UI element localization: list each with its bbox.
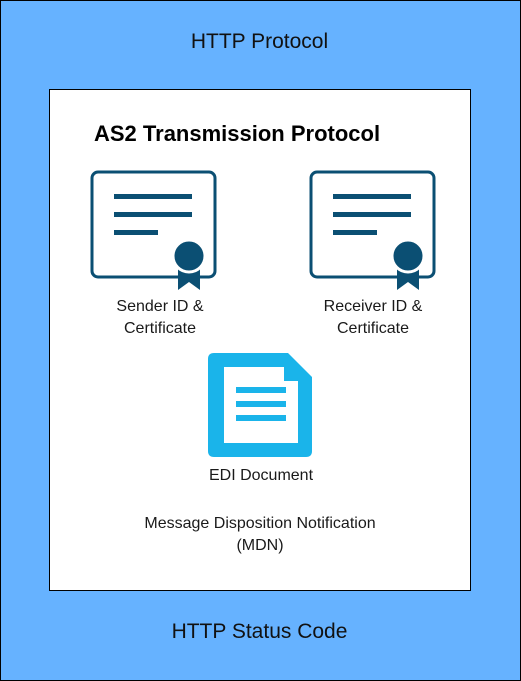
receiver-certificate-icon	[309, 170, 439, 290]
mdn-label-line2: (MDN)	[236, 537, 284, 554]
edi-document-icon	[204, 349, 318, 461]
receiver-caption-line2: Certificate	[336, 320, 410, 337]
http-protocol-title: HTTP Protocol	[190, 30, 329, 53]
as2-protocol-title: AS2 Transmission Protocol	[94, 121, 381, 146]
receiver-caption: Receiver ID & Certificate	[303, 296, 443, 340]
http-status-code-label: HTTP Status Code	[171, 620, 348, 643]
edi-document-label: EDI Document	[208, 467, 314, 484]
mdn-label-line1: Message Disposition Notification	[144, 515, 376, 532]
sender-caption-line1: Sender ID &	[116, 298, 204, 315]
sender-caption: Sender ID & Certificate	[95, 296, 225, 340]
receiver-caption-line1: Receiver ID &	[323, 298, 423, 315]
sender-certificate-icon	[90, 170, 220, 290]
mdn-label: Message Disposition Notification (MDN)	[110, 513, 410, 557]
sender-caption-line2: Certificate	[123, 320, 197, 337]
